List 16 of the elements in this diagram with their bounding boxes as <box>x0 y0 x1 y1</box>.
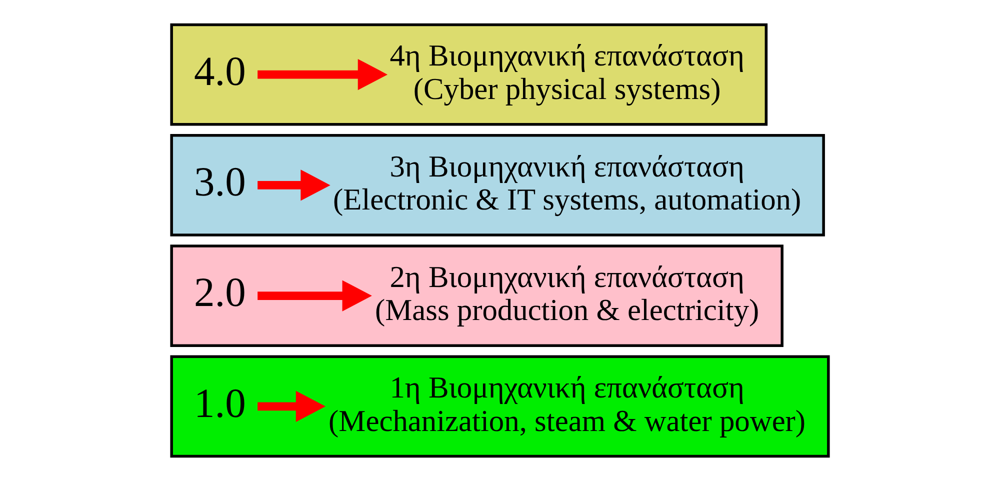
cluster <box>170 244 783 347</box>
arrow <box>257 390 326 422</box>
arrow <box>257 170 330 201</box>
node-text: 3η Βιομηχανική επανάσταση (Electronic & IT systems, automation) <box>332 149 801 217</box>
arrow <box>257 59 388 90</box>
node-text: 3.0 <box>194 158 246 205</box>
node-text: 4.0 <box>194 48 246 94</box>
node-text: 2η Βιομηχανική επανάσταση (Mass production & electricity) <box>374 260 759 328</box>
node-text: 1η Βιομηχανική επανάσταση (Mechanization, steam & water power) <box>328 370 806 438</box>
node-text: 4η Βιομηχανική επανάσταση (Cyber physical systems) <box>389 38 744 106</box>
arrow <box>257 280 372 312</box>
cluster <box>170 355 830 458</box>
cluster <box>170 134 824 236</box>
node-text: 1.0 <box>194 380 246 426</box>
node-text: 2.0 <box>194 269 246 316</box>
cluster <box>170 23 768 126</box>
